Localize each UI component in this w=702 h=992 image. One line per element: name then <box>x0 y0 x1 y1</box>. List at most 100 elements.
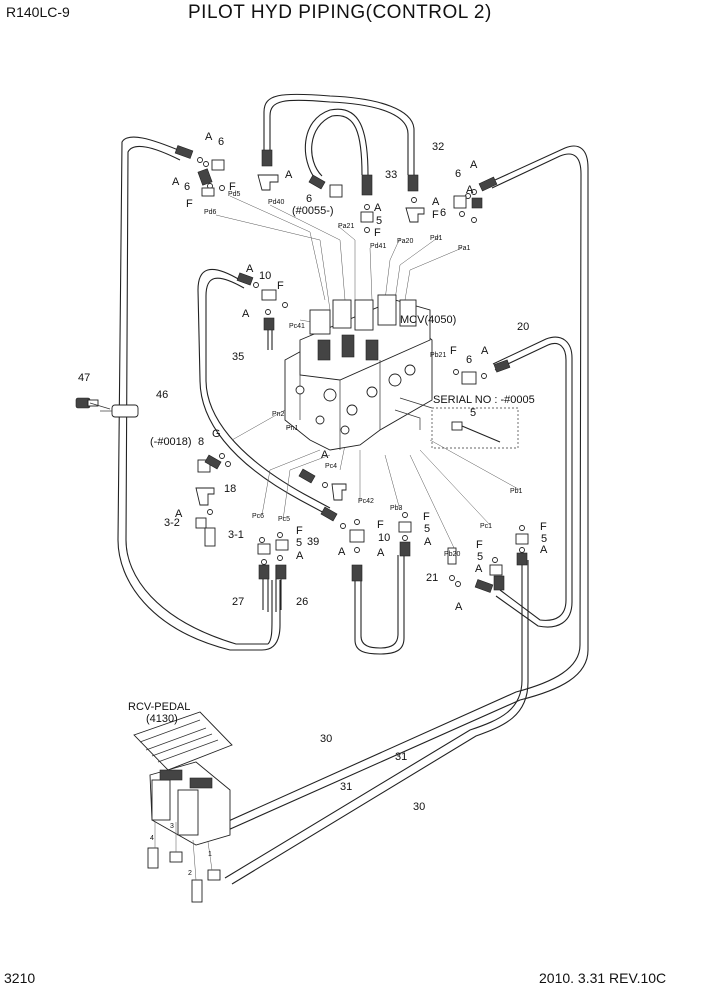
label-a: A <box>424 536 432 548</box>
label-a: A <box>321 449 329 461</box>
label-f: F <box>296 525 303 537</box>
label-f: F <box>229 181 236 193</box>
port-pc42: Pc42 <box>358 498 374 505</box>
clamp-46 <box>100 404 139 418</box>
label-f: F <box>277 280 284 292</box>
port-pc6: Pc6 <box>252 513 264 520</box>
label-5: 5 <box>541 533 547 545</box>
label-a: A <box>377 547 385 559</box>
label-31: 31 <box>340 781 352 793</box>
label-5: 5 <box>424 523 430 535</box>
label-6: 6 <box>184 181 190 193</box>
label-a: A <box>540 544 548 556</box>
label-mcv: MCV(4050) <box>400 314 456 326</box>
label-a: A <box>205 131 213 143</box>
label-3-1: 3-1 <box>228 529 244 541</box>
label-0055: (#0055-) <box>292 205 334 217</box>
fittings <box>174 145 529 593</box>
port-pc4: Pc4 <box>325 463 337 470</box>
label-46: 46 <box>156 389 168 401</box>
label-20: 20 <box>517 321 529 333</box>
port-pa20: Pa20 <box>397 238 413 245</box>
right-hose-bundle <box>203 145 589 885</box>
label-47: 47 <box>78 372 90 384</box>
label-35: 35 <box>232 351 244 363</box>
label-a: A <box>172 176 180 188</box>
label-f: F <box>186 198 193 210</box>
label-g: G <box>212 428 221 440</box>
label-10: 10 <box>378 532 390 544</box>
rcv-port-3: 3 <box>170 823 174 830</box>
callout-labels: A 6 A 6 F F A 6 (#0055-) 32 33 A 5 F A A… <box>78 131 548 813</box>
label-3-2: 3-2 <box>164 517 180 529</box>
port-pa21: Pa21 <box>338 223 354 230</box>
date-revision: 2010. 3.31 REV.10C <box>539 970 666 986</box>
label-6: 6 <box>306 193 312 205</box>
rcv-port-2: 2 <box>188 870 192 877</box>
label-18: 18 <box>224 483 236 495</box>
label-a: A <box>455 601 463 613</box>
label-a: A <box>466 184 474 196</box>
port-pn2: Pn2 <box>272 411 285 418</box>
label-f: F <box>540 521 547 533</box>
label-rcv-pedal: RCV-PEDAL <box>128 701 190 713</box>
label-a: A <box>475 563 483 575</box>
label-f: F <box>476 539 483 551</box>
label-a: A <box>285 169 293 181</box>
port-labels: Pd6 Pd5 Pd40 Pa21 Pd41 Pa20 Pd1 Pa1 Pc41… <box>150 191 523 877</box>
label-f: F <box>374 227 381 239</box>
label-21: 21 <box>426 572 438 584</box>
mcv-valve-block <box>284 294 433 451</box>
label-f: F <box>423 511 430 523</box>
port-pd5: Pd5 <box>228 191 241 198</box>
page-number: 3210 <box>4 970 35 986</box>
label-serial: SERIAL NO : -#0005 <box>433 394 535 406</box>
label-5: 5 <box>296 537 302 549</box>
label-8: 8 <box>198 436 204 448</box>
label-a: A <box>338 546 346 558</box>
hose-32 <box>263 93 415 175</box>
label-a: A <box>470 159 478 171</box>
label-a: A <box>175 508 183 520</box>
bolt-47 <box>75 397 111 410</box>
label-a: A <box>242 308 250 320</box>
rcv-pedal-assembly <box>133 711 233 903</box>
label-f: F <box>450 345 457 357</box>
label-6: 6 <box>218 136 224 148</box>
port-pb21: Pb21 <box>430 352 446 359</box>
label-6: 6 <box>455 168 461 180</box>
label-10: 10 <box>259 270 271 282</box>
label-26: 26 <box>296 596 308 608</box>
port-pc41: Pc41 <box>289 323 305 330</box>
port-pc5: Pc5 <box>278 516 290 523</box>
port-pd40: Pd40 <box>268 199 284 206</box>
label-rcv-pedal-num: (4130) <box>146 713 178 725</box>
hose-21 <box>354 555 405 655</box>
rcv-port-4: 4 <box>150 835 154 842</box>
label-a: A <box>296 550 304 562</box>
model-code: R140LC-9 <box>6 4 70 20</box>
port-pn1: Pn1 <box>286 425 299 432</box>
label-a: A <box>481 345 489 357</box>
page-title: PILOT HYD PIPING(CONTROL 2) <box>188 2 492 23</box>
port-pb1: Pb1 <box>510 488 523 495</box>
port-pc1: Pc1 <box>480 523 492 530</box>
port-pb3: Pb3 <box>390 505 403 512</box>
label-33: 33 <box>385 169 397 181</box>
label-a: A <box>374 202 382 214</box>
label-0018: (-#0018) <box>150 436 192 448</box>
hose-20 <box>492 336 573 628</box>
port-pa1: Pa1 <box>458 245 471 252</box>
label-a: A <box>246 263 254 275</box>
label-5: 5 <box>470 407 476 419</box>
port-pd1: Pd1 <box>430 235 443 242</box>
label-30: 30 <box>320 733 332 745</box>
rcv-port-1: 1 <box>208 851 212 858</box>
port-pd6: Pd6 <box>204 209 217 216</box>
hose-33 <box>304 108 369 181</box>
label-5: 5 <box>477 551 483 563</box>
label-5: 5 <box>376 215 382 227</box>
label-30: 30 <box>413 801 425 813</box>
